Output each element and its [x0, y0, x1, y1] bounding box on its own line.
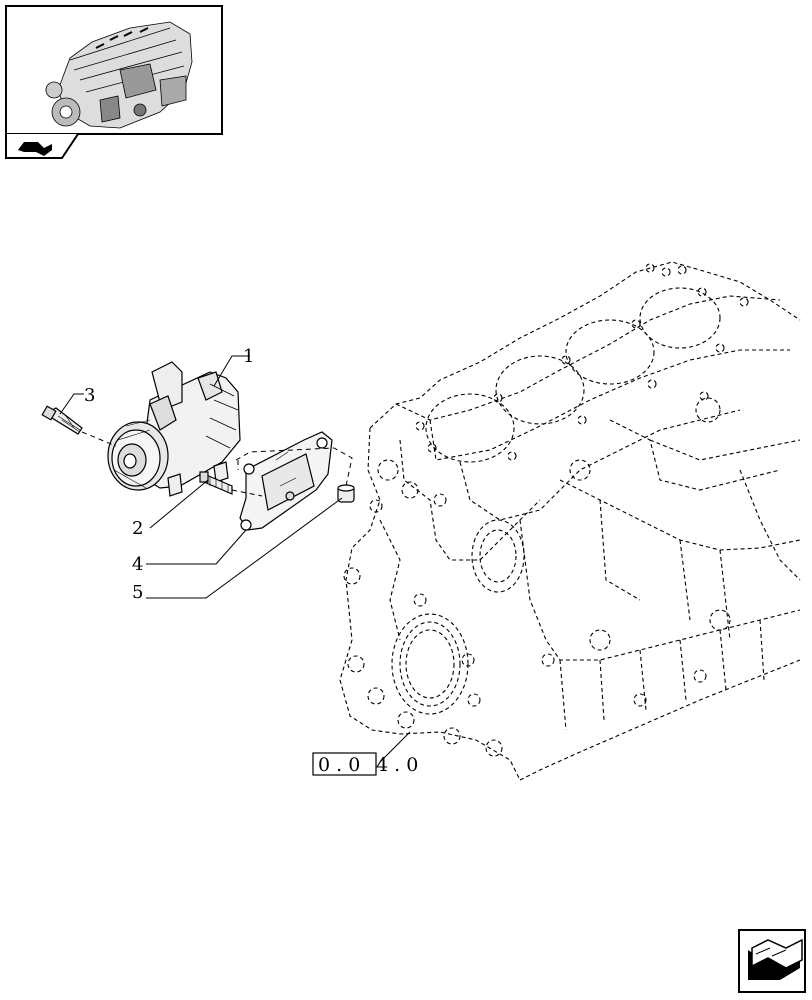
- callout-label: 4: [132, 554, 143, 575]
- alignment-lines: [81, 431, 353, 497]
- compressor-assembly: [41, 361, 355, 531]
- thumbnail-panel: [5, 5, 223, 159]
- callout-label: 3: [84, 385, 95, 406]
- callout-5: 5: [132, 497, 343, 603]
- callout-label: 5: [132, 582, 143, 603]
- engine-block: [339, 261, 801, 781]
- callout-3: 3: [59, 385, 95, 415]
- reference-boxed-text: 0 . 0: [318, 754, 360, 776]
- engine-thumbnail-icon: [45, 21, 193, 129]
- callout-label: 2: [132, 518, 143, 539]
- next-page-arrow-icon[interactable]: [738, 929, 806, 993]
- callout-label: 1: [243, 346, 254, 367]
- reference-code[interactable]: 0 . 0 4 . 0: [312, 731, 418, 776]
- book-arrow-icon: [18, 142, 52, 156]
- callout-4: 4: [132, 529, 247, 575]
- callout-1: 1: [213, 346, 254, 387]
- reference-rest-text: 4 . 0: [376, 754, 418, 776]
- callout-2: 2: [132, 479, 209, 539]
- reference-box: [312, 752, 377, 776]
